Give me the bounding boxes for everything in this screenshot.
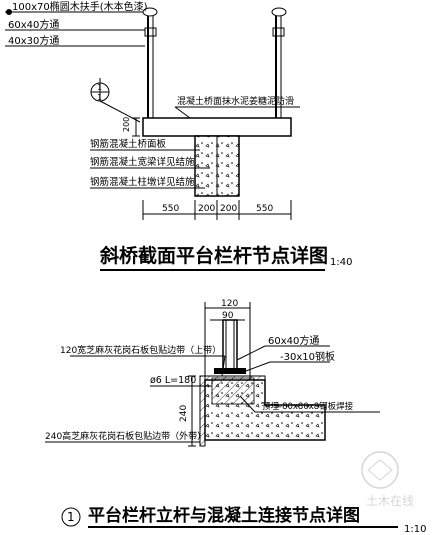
detail-number: 1	[67, 510, 75, 524]
dim-550-right: 550	[256, 204, 273, 214]
dimension-chain-1: 550 200 200 550	[142, 200, 292, 220]
rc-deck-label: 钢筋混凝土桥面板	[90, 138, 167, 150]
post-tube	[222, 319, 238, 371]
svg-text:1: 1	[97, 83, 102, 92]
edge-band-top-label: 120宽芝麻灰花岗石板包贴边带（上带）	[60, 344, 221, 356]
svg-text:200: 200	[122, 117, 131, 132]
watermark-text: 土木在线	[366, 494, 414, 508]
deck-finish-label: 混凝土桥面抹水泥姜糖泥防滑	[177, 95, 294, 107]
dim-90: 90	[222, 311, 234, 321]
dim-200-right: 200	[220, 204, 237, 214]
detail-2-title: 平台栏杆立杆与混凝土连接节点详图	[88, 505, 360, 526]
edge-band-side-label: 240高芝麻灰花岗石板包贴边带（外带）	[45, 430, 206, 442]
railing-posts	[147, 14, 282, 118]
embed-block	[211, 377, 255, 405]
tube-60x40-label-2: 60x40方通	[268, 334, 319, 347]
svg-text:240: 240	[179, 405, 189, 422]
granite-cladding	[199, 375, 266, 447]
watermark: 土木在线	[361, 451, 414, 508]
leaders-2	[45, 345, 380, 443]
embed-plate-label: 预埋-80x80x8钢板焊接	[262, 401, 354, 412]
detail-1: 100x70椭圆木扶手(木本色漆) 60x40方通 40x30方通 混凝土桥面抹…	[5, 0, 352, 271]
handrail-label: 100x70椭圆木扶手(木本色漆)	[12, 0, 148, 13]
height-dimension: 200	[122, 117, 140, 137]
detail-2: 120 90 60x40方通 -30x10钢板 120宽芝麻灰花岗石	[45, 299, 426, 535]
rc-pier-label: 钢筋混凝土柱墩详见结施	[90, 176, 195, 188]
side-height-dimension: 240	[179, 375, 196, 447]
detail-1-title: 斜桥截面平台栏杆节点详图	[99, 244, 328, 267]
detail-1-scale: 1:40	[330, 257, 352, 268]
leaders-1	[5, 11, 300, 189]
handrail-caps	[142, 7, 287, 17]
steel-plate-label: -30x10钢板	[280, 350, 335, 363]
detail-2-scale: 1:10	[404, 524, 426, 535]
detail-number-circle	[61, 507, 81, 527]
rebar-label: ø6 L=180	[150, 375, 196, 386]
base-plate	[214, 368, 246, 374]
dim-550-left: 550	[162, 204, 179, 214]
tube-40x30-label: 40x30方通	[8, 34, 59, 47]
svg-text:1: 1	[97, 93, 102, 102]
tube-60x40-right	[272, 27, 285, 37]
rc-beam-label: 钢筋混凝土宽梁详见结施	[90, 156, 195, 168]
top-dimensions: 120 90	[204, 299, 251, 380]
deck-slab	[142, 117, 292, 137]
section-callout: 1 1	[90, 78, 141, 123]
dim-200-left: 200	[198, 204, 215, 214]
tube-60x40-label: 60x40方通	[8, 18, 59, 31]
dim-120: 120	[221, 299, 238, 309]
tube-60x40-left	[144, 27, 157, 37]
